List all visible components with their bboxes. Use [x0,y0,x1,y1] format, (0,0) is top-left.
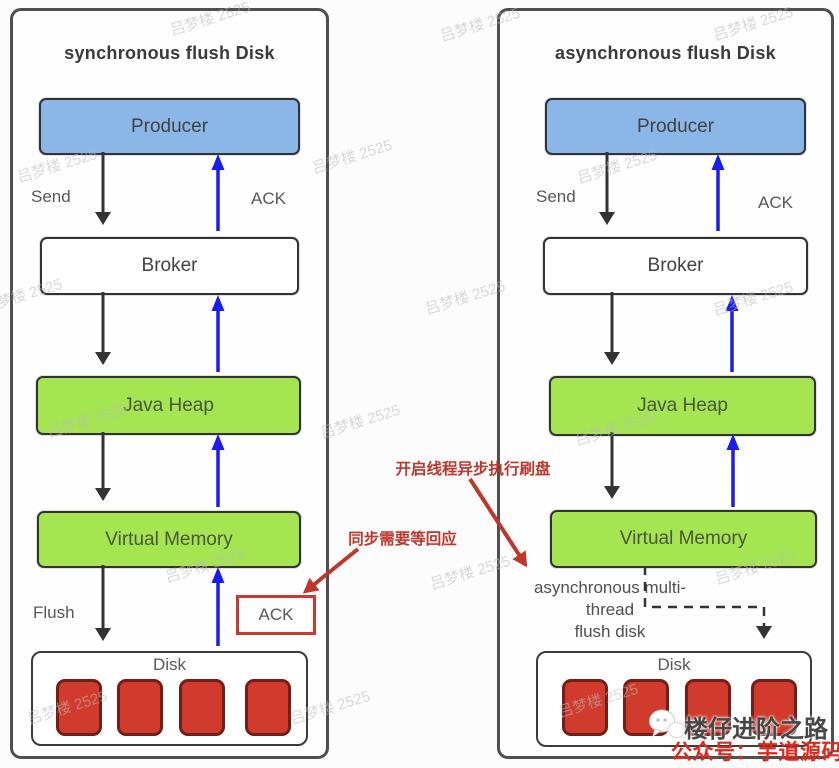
sync-disk-node: Disk [31,651,308,746]
async-producer-node: Producer [545,98,806,155]
disk-block [245,679,291,736]
footer-brand-text: 楼仔进阶之路 [684,716,828,743]
sync-disk-label: Disk [152,655,187,674]
async-send-label: Send [536,187,576,206]
disk-block [56,679,102,736]
sync-broker-node: Broker [40,237,299,295]
async-flush-note: asynchronous multi- thread flush disk [510,577,710,643]
disk-block [179,679,225,736]
sync-panel-title: synchronous flush Disk [64,43,275,63]
disk-block [685,679,731,736]
sync-ack-label: ACK [251,189,286,208]
async-disk-node: Disk [536,651,812,747]
sync-send-label: Send [31,187,71,206]
sync-java-heap-node: Java Heap [36,376,301,435]
async-virtual-memory-node: Virtual Memory [550,510,817,568]
sync-flush-label: Flush [33,603,75,622]
footer-account-text: 公众号：芋道源码 [671,741,839,764]
watermark: 吕梦楼 2525 [423,277,508,319]
async-thread-flush-annotation: 开启线程异步执行刷盘 [395,461,551,478]
sync-producer-node: Producer [39,98,300,155]
disk-block [117,679,163,736]
chat-bubbles-icon [649,709,686,738]
async-broker-node: Broker [543,237,808,295]
sync-wait-response-annotation: 同步需要等回应 [348,531,457,548]
sync-ack-highlight-box: ACK [236,595,316,635]
disk-block [562,679,608,736]
async-flush-panel: asynchronous flush Disk Producer Send AC… [497,8,834,759]
disk-block [751,679,797,736]
async-ack-label: ACK [758,193,793,212]
async-disk-label: Disk [657,655,691,674]
async-flush-note-line2: thread [585,600,635,619]
watermark: 吕梦楼 2525 [318,401,403,443]
async-panel-title: asynchronous flush Disk [555,43,776,63]
async-java-heap-node: Java Heap [549,376,816,436]
sync-flush-panel: synchronous flush Disk Producer Send ACK… [10,8,329,759]
async-flush-note-line3: flush disk [574,622,646,641]
async-flush-note-line1: asynchronous multi- [533,578,687,597]
sync-virtual-memory-node: Virtual Memory [37,511,301,568]
